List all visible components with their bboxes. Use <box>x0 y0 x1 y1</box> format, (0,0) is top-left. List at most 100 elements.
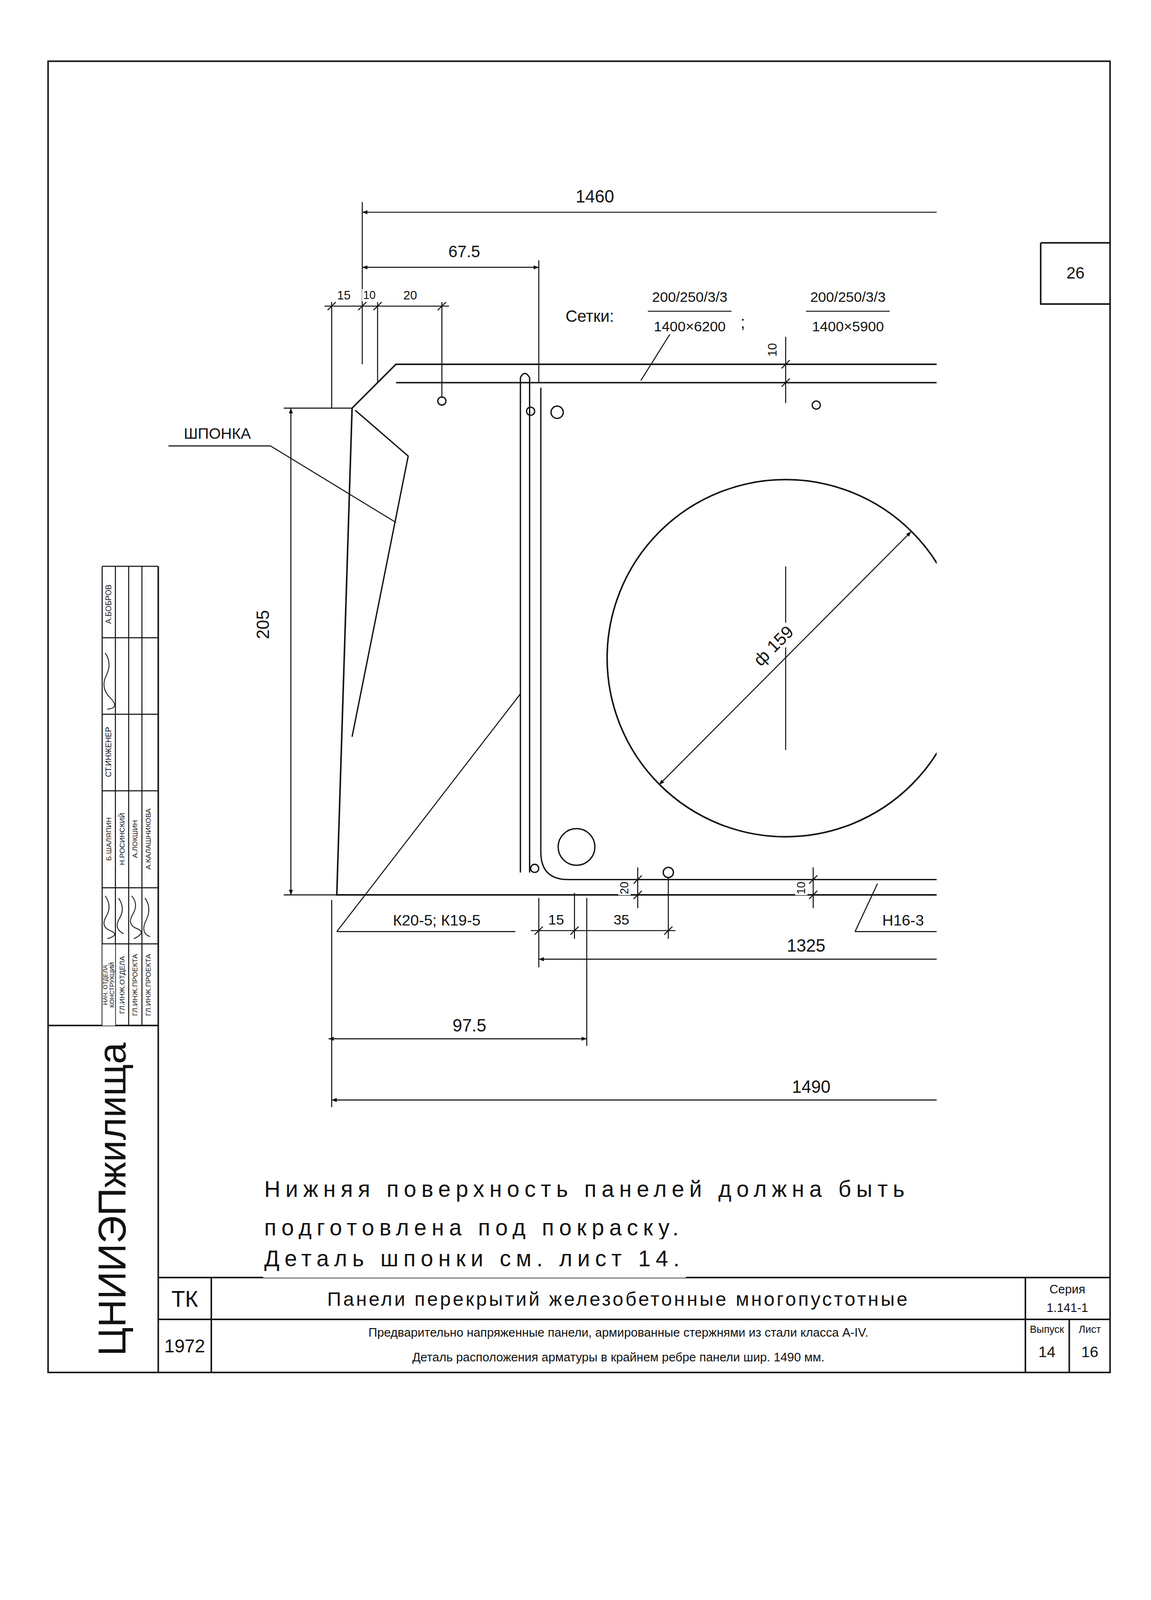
dimension-lines-part <box>538 877 669 968</box>
dimension-lines-part <box>647 310 890 312</box>
dimension-value: 205 <box>253 609 273 641</box>
sheet-frame-part <box>1040 242 1111 305</box>
mesh-mark: 200/250/3/3 <box>651 288 729 305</box>
dimension-lines-part <box>538 958 937 960</box>
stamp-table <box>102 565 159 1026</box>
reinforcement-part <box>395 382 937 384</box>
reinforcement-part <box>540 387 937 880</box>
stamp-role: НАЧ. ОТДЕЛА КОНСТРУКЦИЙ <box>102 943 116 1026</box>
dimension-lines-part <box>362 266 539 268</box>
signature-part <box>104 895 116 939</box>
dimension-lines-part <box>331 899 333 1107</box>
note: Деталь шпонки см. лист 14. <box>263 1238 686 1278</box>
dimension-lines-part <box>809 867 818 909</box>
dimension-value: 67.5 <box>447 242 482 261</box>
reinforcement-part <box>530 863 539 873</box>
signature-part <box>104 652 116 710</box>
sheet-subtitle: Предварительно напряженные панели, армир… <box>367 1326 870 1340</box>
issue-number: 14 <box>1037 1343 1057 1361</box>
dimension-lines-part <box>362 211 937 213</box>
stamp-role: ГЛ.ИНЖ.ОТДЕЛА <box>117 954 126 1015</box>
dimension-value: 1490 <box>790 1077 832 1097</box>
series-number: 1.141-1 <box>1045 1300 1089 1314</box>
separator: ; <box>739 313 747 332</box>
reinforcement-part <box>526 407 535 416</box>
sheet-number: 16 <box>1080 1343 1100 1361</box>
dimension-lines <box>168 201 937 1107</box>
sheet-number: 26 <box>1065 264 1086 283</box>
dimension-value: 97.5 <box>451 1016 488 1036</box>
dimension-lines-part <box>327 301 446 310</box>
signature-part <box>117 897 124 934</box>
title-code: ТК <box>170 1286 199 1312</box>
series-heading: Серия <box>1048 1282 1087 1296</box>
part-name: ШПОНКА <box>182 425 252 442</box>
signature <box>104 652 151 939</box>
institute-name: ЦНИИЭПжилища <box>90 1041 134 1357</box>
dimension-lines-part <box>336 693 521 932</box>
dimension-lines-part <box>633 867 642 909</box>
dimension-value: 35 <box>612 911 631 928</box>
dimension-value: 10 <box>795 880 808 895</box>
signature-part <box>143 897 150 937</box>
mesh-callout: Сетки: <box>564 307 615 326</box>
panel-section <box>336 364 965 895</box>
dimension-lines-part <box>331 301 442 408</box>
reinforcement-part <box>663 867 674 878</box>
dimension-value: 20 <box>402 287 419 302</box>
stamp-table-part <box>102 565 143 1026</box>
year: 1972 <box>163 1335 207 1357</box>
panel-section-part <box>607 479 937 837</box>
dimension-lines-part <box>659 531 912 785</box>
reinforcement-part <box>812 401 821 410</box>
mesh-size: 1400×6200 <box>652 318 727 335</box>
sheet-heading: Лист <box>1077 1323 1103 1336</box>
dimension-lines-part <box>586 897 588 1046</box>
mesh-size: 1400×5900 <box>811 318 885 335</box>
dimension-lines-part <box>538 259 540 383</box>
stamp-name: А.БОБРОВ <box>104 583 114 625</box>
dimension-lines-part <box>324 305 450 307</box>
dimension-lines-part <box>290 408 292 895</box>
title-block-part <box>211 1277 1070 1373</box>
dimension-lines-part <box>328 1037 587 1039</box>
stamp-table-part <box>102 565 159 944</box>
dimension-lines-part <box>781 336 790 403</box>
stamp-role: СТ.ИНЖЕНЕР <box>104 726 114 778</box>
dimension-value: 15 <box>546 911 565 928</box>
note: Нижняя поверхность панелей должна быть п… <box>263 1169 1062 1247</box>
dimension-value: 10 <box>362 288 377 302</box>
reinforcement-part <box>558 828 595 865</box>
dimension-lines-part <box>168 445 396 523</box>
sheet-subtitle: Деталь расположения арматуры в крайнем р… <box>411 1350 826 1364</box>
sheet-title: Панели перекрытий железобетонные многопу… <box>326 1288 911 1310</box>
issue-heading: Выпуск <box>1028 1323 1065 1336</box>
dimension-lines-part <box>854 883 937 932</box>
dimension-value: 20 <box>618 880 631 895</box>
dimension-value: 10 <box>765 342 779 358</box>
rebar-callout: К20-5; К19-5 <box>392 911 482 929</box>
dimension-value: 1460 <box>574 187 615 207</box>
title-block-part <box>158 1277 1111 1320</box>
sheet-frame <box>47 61 1111 1372</box>
title-block <box>158 1277 1111 1373</box>
stamp-name: А.КАЛАШНИКОВА <box>144 807 153 871</box>
panel-section-part <box>352 410 409 737</box>
mesh-mark: 200/250/3/3 <box>809 288 887 305</box>
stamp-role: ГЛ.ИНЖ.ПРОЕКТА <box>131 952 140 1017</box>
sheet-frame-part <box>157 565 159 1372</box>
stamp-name: А.ЛОКШИН <box>131 818 140 859</box>
stamp-name: Б.ШАЛЯПИН <box>104 815 113 862</box>
dimension-lines-part <box>283 408 353 895</box>
stamp-role: ГЛ.ИНЖ.ПРОЕКТА <box>144 952 153 1017</box>
signature-part <box>130 895 142 939</box>
reinforcement-part <box>437 396 446 405</box>
stamp-name: Н.РОСИНСКИЙ <box>117 811 126 866</box>
dimension-lines-part <box>530 926 676 935</box>
dimension-lines-part <box>640 328 674 381</box>
dimension-value: 1325 <box>786 936 827 956</box>
dimension-lines-part <box>361 201 363 365</box>
reinforcement <box>395 373 937 880</box>
sheet-frame-part <box>47 61 1111 1372</box>
